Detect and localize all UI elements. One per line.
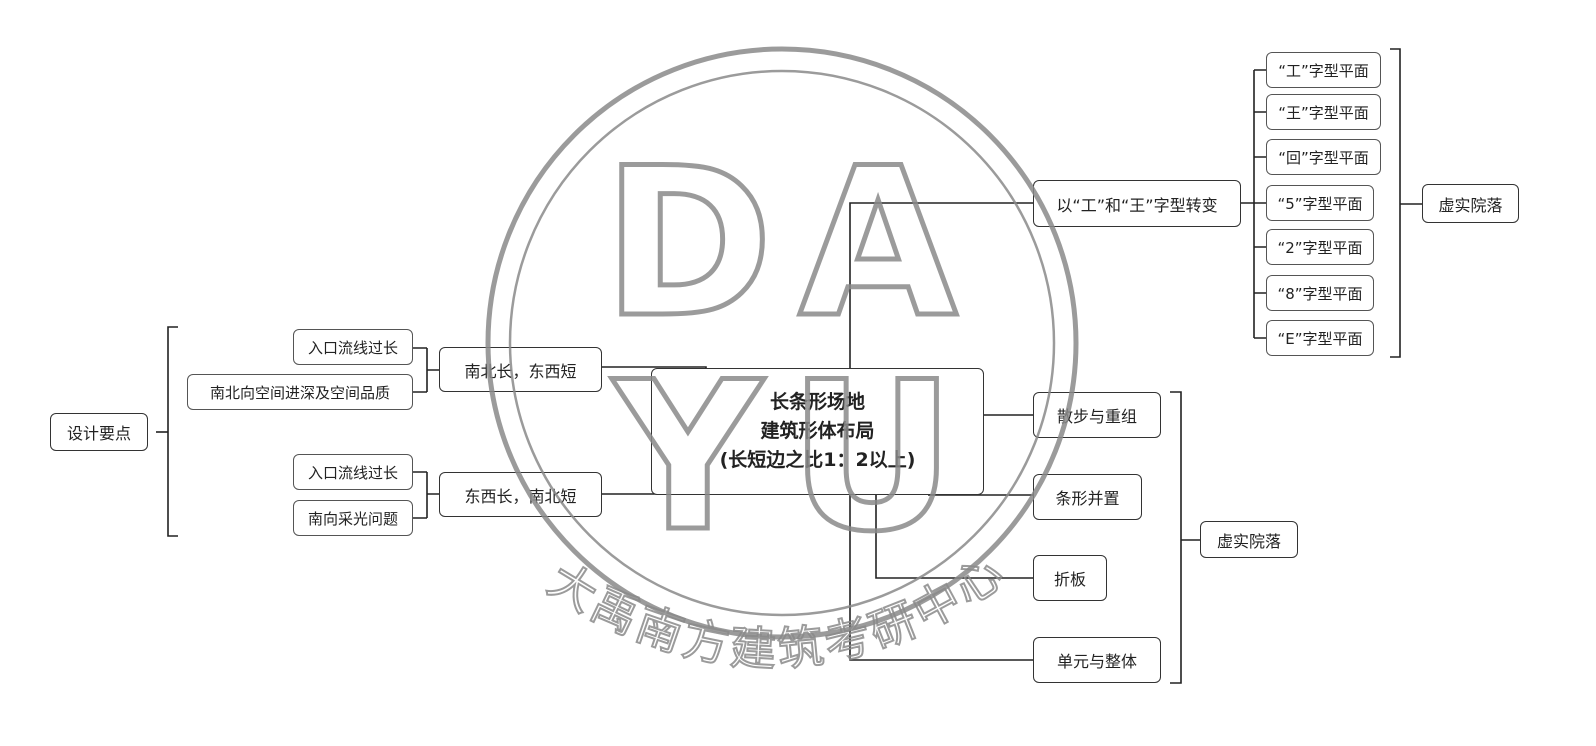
ns-children-link [413,347,440,393]
left-summary-label: 设计要点 [66,424,131,443]
top-item-5-label: “2”字型平面 [1277,238,1363,257]
root-line-3: (长短边之比1：2以上) [719,449,916,471]
top-branch-label: 以“工”和“王”字型转变 [1056,195,1218,215]
bottom-item-2-label: 条形并置 [1055,489,1120,508]
ew-item-2-label: 南向采光问题 [307,509,398,528]
ew-item-1[interactable]: 入口流线过长 [293,454,413,490]
root-line-1: 长条形场地 [769,391,865,413]
ew-branch-node[interactable]: 东西长，南北短 [439,472,602,517]
top-summary-node[interactable]: 虚实院落 [1422,184,1519,223]
bottom-item-4[interactable]: 单元与整体 [1033,637,1161,683]
root-to-item-3 [875,495,1034,579]
top-item-3[interactable]: “回”字型平面 [1266,139,1381,175]
ns-branch-label: 南北长，东西短 [464,361,577,381]
top-summary-bracket [1390,48,1422,358]
left-summary-bracket [167,326,178,537]
top-item-1-label: “工”字型平面 [1278,61,1369,80]
ns-branch-node[interactable]: 南北长，东西短 [439,347,602,392]
top-summary-label: 虚实院落 [1438,195,1503,215]
top-item-6-label: “8”字型平面 [1277,284,1363,303]
top-item-1[interactable]: “工”字型平面 [1266,52,1381,88]
bottom-item-3[interactable]: 折板 [1033,555,1107,601]
bottom-item-1-label: 散步与重组 [1056,407,1137,426]
bottom-item-1[interactable]: 散步与重组 [1033,392,1161,438]
top-item-7[interactable]: “E”字型平面 [1266,320,1374,356]
bottom-summary-label: 虚实院落 [1216,531,1281,551]
ew-children-link [413,471,440,519]
root-node[interactable]: 长条形场地 建筑形体布局 (长短边之比1：2以上) [651,368,984,495]
top-item-6[interactable]: “8”字型平面 [1266,275,1374,311]
bottom-item-4-label: 单元与整体 [1056,652,1137,671]
bottom-item-2[interactable]: 条形并置 [1033,474,1142,520]
left-summary-node[interactable]: 设计要点 [50,413,148,451]
bottom-summary-bracket [1170,391,1201,684]
ew-item-1-label: 入口流线过长 [307,463,398,482]
ns-item-1-label: 入口流线过长 [307,338,398,357]
top-branch-node[interactable]: 以“工”和“王”字型转变 [1033,180,1241,227]
top-item-4-label: “5”字型平面 [1277,194,1363,213]
top-item-2-label: “王”字型平面 [1278,103,1369,122]
ns-item-1[interactable]: 入口流线过长 [293,329,413,365]
top-item-4[interactable]: “5”字型平面 [1266,185,1374,221]
top-item-5[interactable]: “2”字型平面 [1266,229,1374,265]
top-item-7-label: “E”字型平面 [1277,329,1363,348]
ns-item-2[interactable]: 南北向空间进深及空间品质 [187,374,413,410]
bottom-summary-node[interactable]: 虚实院落 [1200,521,1298,558]
root-to-top-branch [849,202,1034,368]
ew-item-2[interactable]: 南向采光问题 [293,500,413,536]
root-line-2: 建筑形体布局 [760,420,875,442]
ns-item-2-label: 南北向空间进深及空间品质 [209,383,390,402]
top-item-3-label: “回”字型平面 [1278,148,1369,167]
top-branch-items-link [1240,69,1266,339]
top-item-2[interactable]: “王”字型平面 [1266,94,1381,130]
bottom-item-3-label: 折板 [1053,570,1086,589]
ew-branch-label: 东西长，南北短 [464,486,577,506]
